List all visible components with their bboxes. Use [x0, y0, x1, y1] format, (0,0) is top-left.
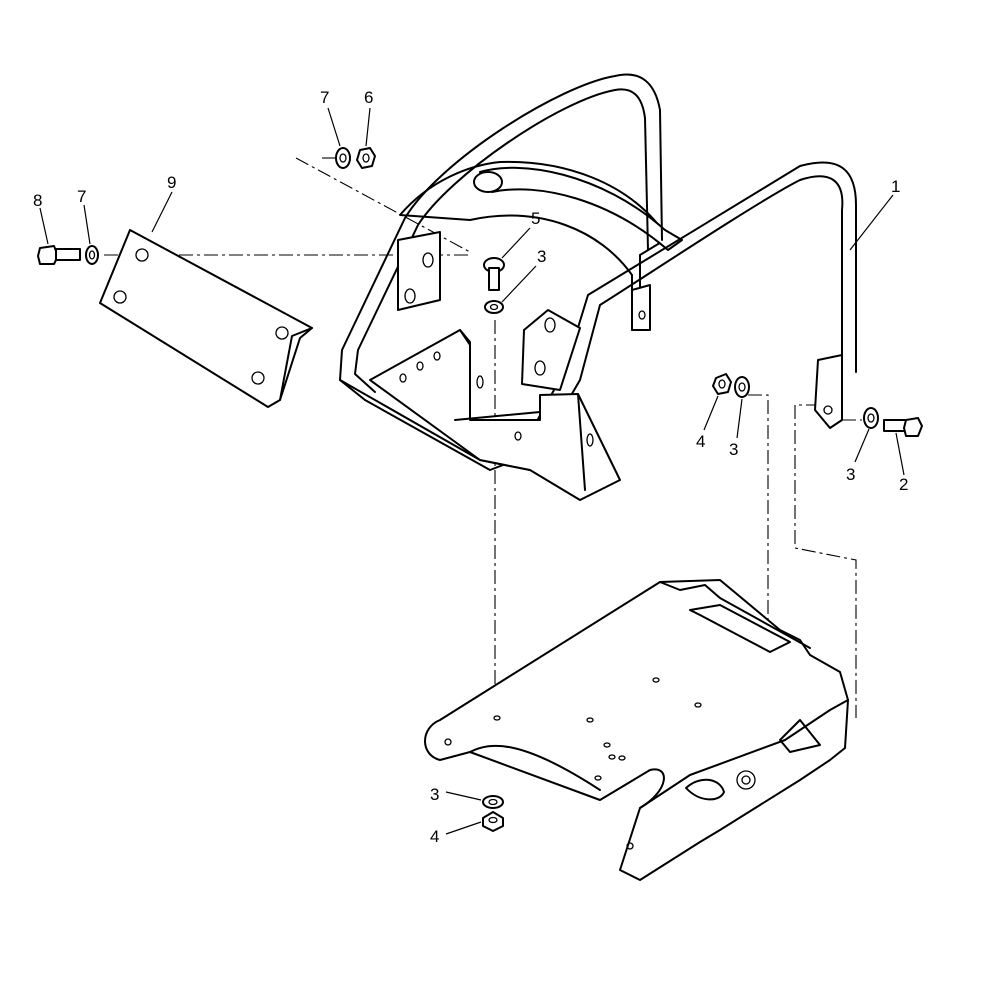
bolt-part-8: [37, 245, 81, 265]
washer-part-3-right: [734, 376, 750, 398]
callout-5: 5: [531, 209, 540, 228]
nut-part-4-bottom: [482, 811, 504, 832]
callout-3-bottom: 3: [430, 785, 439, 804]
bolt-part-5: [483, 257, 505, 291]
callout-7-left: 7: [77, 187, 86, 206]
washer-part-3-bottom: [482, 795, 504, 809]
callout-8: 8: [33, 191, 42, 210]
bolt-part-2: [883, 417, 923, 437]
base-platform: [424, 579, 849, 881]
callout-3-far-right: 3: [846, 465, 855, 484]
callout-labels: 1 2 3 3 3 3 4 4 5 6 7 7 8 9: [33, 88, 908, 846]
callout-1: 1: [891, 177, 900, 196]
washer-part-7-top: [335, 147, 351, 169]
washer-part-7-left: [85, 245, 99, 265]
callout-7-top: 7: [320, 88, 329, 107]
callout-4-right: 4: [696, 432, 705, 451]
leader-lines: [39, 107, 905, 835]
callout-6: 6: [364, 88, 373, 107]
callout-3-center: 3: [537, 247, 546, 266]
washer-part-3-center: [484, 300, 504, 314]
frame-part-1: [339, 73, 857, 501]
washer-part-3-far-right: [863, 407, 879, 429]
callout-9: 9: [167, 173, 176, 192]
callout-4-bottom: 4: [430, 827, 439, 846]
nut-part-6: [356, 147, 376, 169]
callout-3-right: 3: [729, 440, 738, 459]
mounting-plate-part-9: [99, 229, 313, 408]
nut-part-4-right: [712, 373, 732, 395]
callout-2: 2: [899, 475, 908, 494]
